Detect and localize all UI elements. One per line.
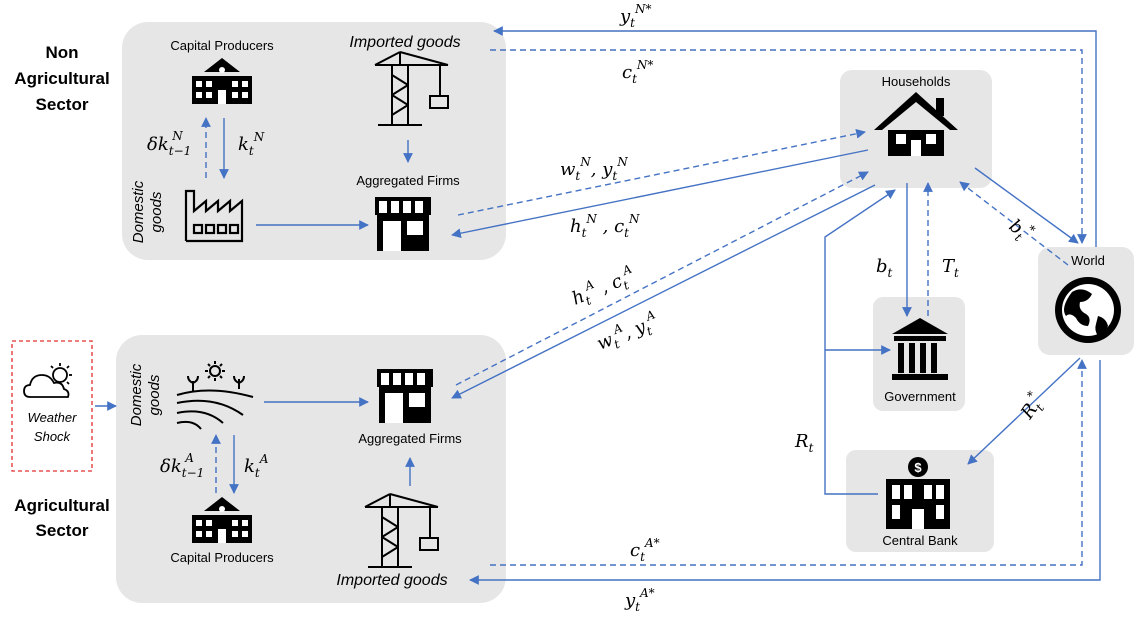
label-hA-cA: htA , ctA bbox=[568, 262, 640, 313]
sector-title-agricultural-2: Sector bbox=[36, 521, 89, 540]
house-icon bbox=[874, 92, 958, 156]
label-aggregated-firms-a: Aggregated Firms bbox=[358, 431, 462, 446]
label-R: Rt bbox=[794, 431, 814, 455]
sector-title-non-agricultural-1: Non bbox=[45, 43, 78, 62]
crane-icon-n bbox=[374, 51, 449, 126]
label-world: World bbox=[1071, 253, 1105, 268]
capital-producers-icon-a bbox=[192, 497, 252, 543]
label-domestic-goods-a-2: goods bbox=[146, 374, 163, 415]
label-yA-star: ytA* bbox=[624, 586, 655, 614]
farm-field-icon bbox=[176, 361, 254, 430]
government-icon bbox=[892, 318, 948, 380]
label-domestic-goods-a-1: Domestic bbox=[128, 363, 145, 426]
arrow-hh-to-world bbox=[974, 167, 1079, 244]
store-icon-a bbox=[377, 369, 433, 423]
arrow-cA-star bbox=[490, 359, 1087, 566]
arrow-world-to-hh bbox=[959, 181, 1069, 266]
government-panel bbox=[873, 297, 965, 411]
arrow-hh-to-firms-n-dashed bbox=[457, 128, 866, 216]
label-yN-star: ytN* bbox=[619, 2, 652, 30]
label-cN-star: ctN* bbox=[622, 58, 653, 86]
arrow-yN-star bbox=[493, 26, 1097, 247]
label-b: bt bbox=[876, 256, 893, 280]
arrow-hh-to-firms-a bbox=[451, 184, 876, 399]
store-icon-n bbox=[375, 197, 431, 251]
label-b-star: bt* bbox=[1003, 212, 1038, 248]
svg-text:$: $ bbox=[914, 460, 922, 475]
weather-shock-box bbox=[11, 340, 93, 472]
label-imported-goods-n: Imported goods bbox=[349, 34, 460, 51]
label-wN-yN: wtN, ytN bbox=[560, 155, 628, 183]
arrow-yA-star bbox=[469, 360, 1101, 585]
arrow-hh-to-firms-n bbox=[451, 149, 869, 239]
label-delta-kN: δkt−1N bbox=[147, 129, 191, 158]
label-domestic-goods-n-2: goods bbox=[148, 191, 165, 232]
label-R-star: Rt* bbox=[1013, 389, 1050, 426]
weather-cloud-icon bbox=[23, 363, 72, 398]
label-capital-producers-n: Capital Producers bbox=[170, 38, 274, 53]
arrow-firms-a-to-hh-dashed bbox=[455, 171, 869, 386]
label-capital-producers-a: Capital Producers bbox=[170, 550, 274, 565]
label-T: Tt bbox=[942, 256, 959, 280]
central-bank-icon: $ bbox=[886, 457, 950, 529]
label-government: Government bbox=[884, 389, 956, 404]
sector-title-non-agricultural-2: Agricultural bbox=[14, 69, 109, 88]
globe-icon bbox=[1055, 277, 1121, 343]
sector-title-agricultural-1: Agricultural bbox=[14, 496, 109, 515]
factory-icon bbox=[184, 189, 244, 243]
sector-title-non-agricultural-3: Sector bbox=[36, 95, 89, 114]
label-domestic-goods-n-1: Domestic bbox=[130, 180, 147, 243]
label-weather-shock-2: Shock bbox=[34, 429, 72, 444]
label-imported-goods-a: Imported goods bbox=[336, 572, 447, 589]
label-cA-star: ctA* bbox=[630, 536, 660, 564]
label-delta-kA: δkt−1A bbox=[160, 451, 204, 480]
arrow-R-loop bbox=[824, 189, 896, 495]
capital-producers-icon bbox=[192, 58, 252, 104]
label-hN-cN: htN , ctN bbox=[570, 212, 640, 240]
arrow-cN-star bbox=[490, 49, 1087, 244]
households-panel bbox=[840, 70, 992, 188]
label-aggregated-firms-n: Aggregated Firms bbox=[356, 173, 460, 188]
arrow-R-star bbox=[967, 357, 1081, 465]
label-central-bank: Central Bank bbox=[882, 533, 958, 548]
label-households: Households bbox=[882, 74, 951, 89]
label-weather-shock-1: Weather bbox=[28, 410, 78, 425]
label-wA-yA: wtA, ytA bbox=[593, 307, 663, 357]
crane-icon-a bbox=[364, 493, 439, 568]
